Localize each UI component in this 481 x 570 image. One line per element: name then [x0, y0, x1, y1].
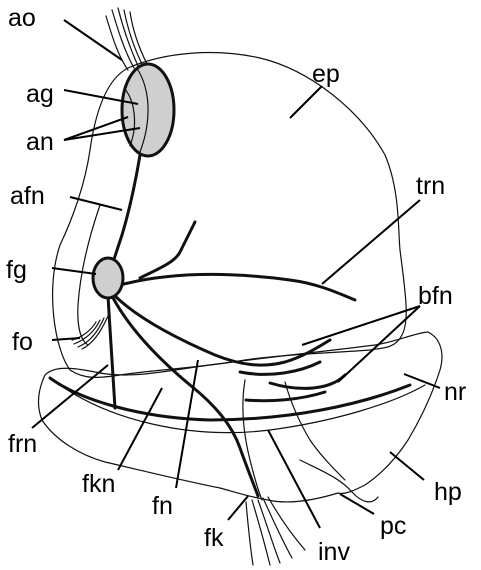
label-fg: fg [6, 256, 27, 284]
apical-ganglion [122, 64, 174, 156]
leader-inv [268, 430, 320, 528]
label-pc: pc [380, 512, 406, 540]
labels: ao ag an afn fg fo frn fkn fn fk inv pc … [6, 4, 466, 566]
label-fkn: fkn [82, 470, 115, 498]
label-inv: inv [318, 538, 350, 566]
frontal-ganglion [93, 258, 123, 298]
label-an: an [26, 128, 54, 156]
label-frn: frn [8, 430, 37, 458]
trunk-branch [120, 275, 355, 300]
label-fn: fn [152, 492, 173, 520]
frontal-organ [72, 316, 108, 349]
label-ag: ag [26, 80, 54, 108]
leader-fn [176, 360, 198, 488]
leader-ep [290, 86, 322, 118]
fg-up-branch [140, 222, 195, 278]
label-fk: fk [204, 524, 224, 552]
label-bfn: bfn [418, 282, 453, 310]
label-ao: ao [8, 4, 36, 32]
fkn-nerve [112, 296, 258, 496]
bfn-branch-2 [270, 375, 345, 388]
leader-fk [228, 496, 248, 520]
leader-fkn [118, 388, 162, 470]
label-hp: hp [434, 478, 462, 506]
label-ep: ep [312, 60, 340, 88]
label-afn: afn [10, 182, 45, 210]
bfn-branch-3 [246, 392, 325, 401]
apical-organ-tuft [106, 8, 147, 70]
afn-nerve [110, 155, 140, 272]
frn-nerve [108, 296, 115, 408]
leader-frn [32, 365, 108, 428]
pc-outline [300, 460, 378, 502]
label-trn: trn [416, 172, 445, 200]
label-nr: nr [444, 378, 466, 406]
label-fo: fo [12, 328, 33, 356]
leader-trn [322, 200, 420, 284]
leader-bfn-2 [338, 306, 420, 382]
posterior-tuft [246, 497, 305, 565]
leader-afn [70, 197, 122, 210]
leader-bfn-1 [302, 306, 420, 345]
leader-fg [52, 268, 96, 274]
leader-hp [390, 452, 424, 480]
leader-fo [52, 338, 80, 340]
nerve-ring [50, 378, 410, 420]
